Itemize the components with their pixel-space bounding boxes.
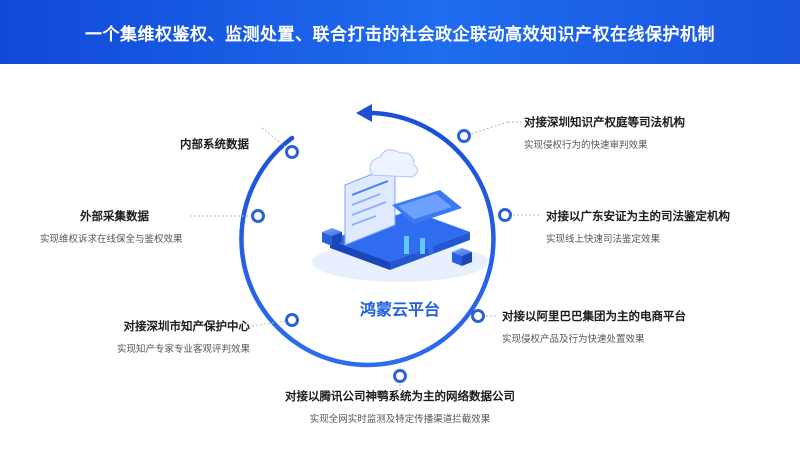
node-desc: 实现维权诉求在线保全与鉴权效果: [40, 234, 183, 245]
header-banner: 一个集维权鉴权、监测处置、联合打击的社会政企联动高效知识产权在线保护机制: [0, 0, 800, 64]
node-internal-data: 内部系统数据: [180, 136, 249, 152]
node-desc: 实现侵权行为的快速审判效果: [524, 140, 648, 151]
cycle-diagram: [190, 104, 540, 390]
node-title: 对接深圳知识产权庭等司法机构: [524, 115, 685, 129]
node-network-data-company: 对接以腾讯公司神鹗系统为主的网络数据公司 实现全网实时监测及特定传播渠道拦截效果: [264, 388, 536, 425]
node-dot: [285, 145, 299, 159]
node-desc: 实现线上快速司法鉴定效果: [546, 234, 661, 245]
node-dot: [471, 309, 485, 323]
node-title: 对接以腾讯公司神鹗系统为主的网络数据公司: [285, 389, 515, 403]
node-dot: [498, 208, 512, 222]
cloud-platform-illustration: [312, 149, 488, 282]
node-dot: [393, 369, 407, 383]
node-dot: [251, 209, 265, 223]
cycle-arrow-head: [356, 104, 372, 122]
node-ip-protection-center: 对接深圳市知产保护中心 实现知产专家专业客观评判效果: [98, 318, 250, 355]
node-desc: 实现知产专家专业客观评判效果: [116, 344, 250, 355]
node-desc: 实现全网实时监测及特定传播渠道拦截效果: [309, 414, 491, 425]
node-external-data: 外部采集数据 实现维权诉求在线保全与鉴权效果: [40, 208, 230, 245]
node-title: 对接以阿里巴巴集团为主的电商平台: [502, 309, 686, 323]
node-title: 对接深圳市知产保护中心: [123, 319, 251, 333]
node-title: 对接以广东安证为主的司法鉴定机构: [546, 209, 730, 223]
cycle-ring: [239, 110, 496, 368]
node-dot: [285, 313, 299, 327]
node-title: 内部系统数据: [180, 137, 249, 151]
node-desc: 实现侵权产品及行为快速处置效果: [502, 334, 645, 345]
node-ecommerce-platform: 对接以阿里巴巴集团为主的电商平台 实现侵权产品及行为快速处置效果: [502, 308, 686, 345]
node-dot: [457, 129, 471, 143]
node-forensic-agency: 对接以广东安证为主的司法鉴定机构 实现线上快速司法鉴定效果: [546, 208, 730, 245]
page-title: 一个集维权鉴权、监测处置、联合打击的社会政企联动高效知识产权在线保护机制: [85, 24, 715, 45]
node-judicial-court: 对接深圳知识产权庭等司法机构 实现侵权行为的快速审判效果: [524, 114, 685, 151]
node-title: 外部采集数据: [80, 209, 149, 223]
center-platform-label: 鸿蒙云平台: [359, 300, 440, 319]
